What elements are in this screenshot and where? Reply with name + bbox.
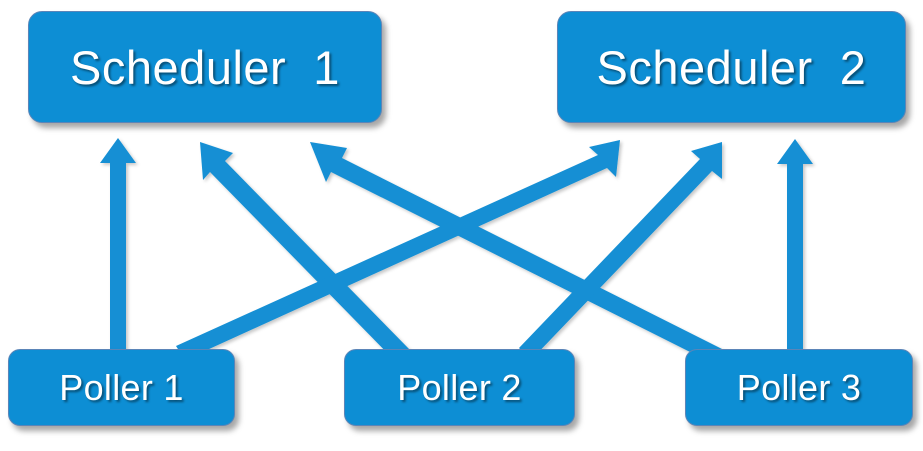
scheduler-1-label: Scheduler 1: [70, 40, 340, 94]
arrow-poller-2-to-scheduler-2: [519, 142, 722, 360]
poller-1-label: Poller 1: [59, 366, 184, 408]
poller-2-label: Poller 2: [397, 366, 522, 408]
arrow-poller-1-to-scheduler-2: [176, 140, 620, 360]
arrow-poller-3-to-scheduler-2: [777, 139, 813, 352]
node-poller-3[interactable]: Poller 3: [685, 349, 913, 426]
scheduler-2-label: Scheduler 2: [596, 40, 867, 94]
node-poller-2[interactable]: Poller 2: [344, 349, 575, 426]
node-scheduler-1[interactable]: Scheduler 1: [28, 11, 382, 123]
arrow-poller-1-to-scheduler-1: [100, 138, 136, 352]
arrow-poller-3-to-scheduler-1: [310, 142, 728, 365]
node-poller-1[interactable]: Poller 1: [8, 349, 235, 426]
poller-3-label: Poller 3: [736, 366, 862, 408]
node-scheduler-2[interactable]: Scheduler 2: [557, 11, 906, 123]
arrow-poller-2-to-scheduler-1: [200, 142, 410, 361]
